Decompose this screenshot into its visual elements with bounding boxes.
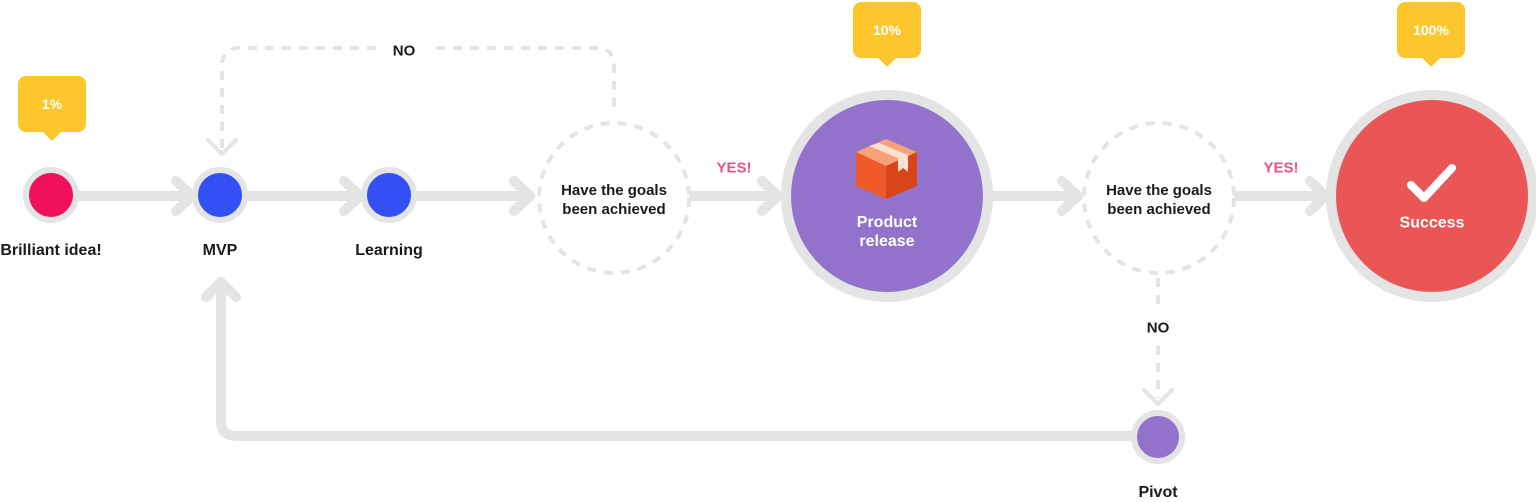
connector-pivot-mvp — [216, 277, 1140, 441]
release-line-1: Product — [856, 214, 918, 231]
learning-node — [361, 167, 417, 223]
no-label-bottom: NO — [1146, 319, 1170, 337]
badge-release — [853, 2, 921, 67]
arrowhead-mvp-from-pivot — [201, 277, 241, 302]
arrowhead-decision-1 — [509, 176, 535, 216]
pivot-node — [1131, 410, 1185, 464]
dashed-loop-top-left — [220, 46, 378, 148]
arrowhead-decision-2 — [1057, 176, 1083, 216]
pivot-label: Pivot — [1138, 484, 1178, 501]
dashed-connectors — [220, 46, 1160, 398]
arrowhead-release — [757, 176, 783, 216]
release-line-2: release — [859, 233, 915, 250]
decision-1-line-2: been achieved — [562, 201, 666, 218]
decision-1-line-1: Have the goals — [561, 182, 667, 199]
no-label-top: NO — [392, 42, 416, 60]
idea-node — [23, 167, 79, 223]
badge-success-text: 100% — [1413, 22, 1449, 38]
decision-2-line-2: been achieved — [1107, 201, 1211, 218]
decision-circle-1 — [537, 121, 691, 275]
badge-success — [1397, 2, 1465, 67]
dashed-arrowheads — [206, 138, 1174, 406]
main-connectors — [73, 176, 1331, 441]
decision-circle-2 — [1082, 121, 1236, 275]
arrowhead-learning — [339, 176, 365, 216]
badge-idea-text: 1% — [41, 96, 63, 112]
idea-label: Brilliant idea! — [0, 242, 102, 259]
checkmark-icon — [1407, 164, 1456, 202]
yes-label-second: YES! — [1263, 159, 1299, 177]
yes-label-first: YES! — [716, 159, 752, 177]
decision-1-label: Have the goals been achieved — [561, 181, 667, 219]
decision-2-line-1: Have the goals — [1106, 182, 1212, 199]
package-box-icon — [856, 139, 917, 199]
mvp-label: MVP — [202, 242, 238, 259]
dashed-loop-top-right — [436, 46, 616, 112]
mvp-node — [192, 167, 248, 223]
decision-2-label: Have the goals been achieved — [1106, 181, 1212, 219]
arrowhead-dashed-mvp — [206, 138, 238, 156]
badge-release-text: 10% — [872, 22, 902, 38]
release-label: Product release — [857, 213, 917, 251]
success-label: Success — [1399, 214, 1465, 232]
success-circle — [1326, 90, 1536, 302]
arrowhead-mvp — [171, 176, 197, 216]
arrowhead-dashed-pivot — [1142, 388, 1174, 406]
badge-idea — [18, 76, 86, 141]
learning-label: Learning — [355, 242, 423, 259]
